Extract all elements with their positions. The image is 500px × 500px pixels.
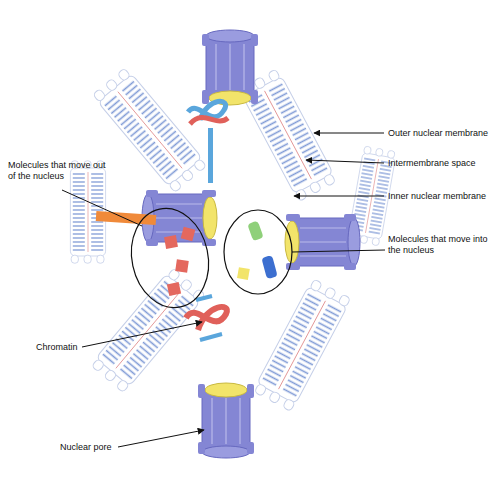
nuclear-pore: [202, 30, 258, 105]
nuclear-pore: [198, 383, 254, 458]
callout-label: Inner nuclear membrane: [388, 191, 498, 202]
exported-molecules: [164, 227, 195, 296]
callout-label: Intermembrane space: [388, 158, 498, 169]
callout-label: Chromatin: [36, 342, 116, 353]
nuclear-pore: [285, 214, 360, 270]
callout-label: Molecules that move out of the nucleus: [8, 160, 108, 182]
callout-label: Molecules that move into the nucleus: [388, 234, 498, 256]
imported-molecules: [237, 220, 278, 279]
membrane-segment: [92, 67, 208, 193]
callout-label: Outer nuclear membrane: [388, 128, 498, 139]
leader-lines: [62, 133, 385, 447]
region-outline: [122, 201, 217, 315]
region-outline: [224, 210, 292, 294]
callout-label: Nuclear pore: [60, 442, 140, 453]
membrane-segment: [253, 278, 352, 412]
membrane-segment: [90, 267, 206, 393]
rna-strip: [96, 211, 157, 225]
